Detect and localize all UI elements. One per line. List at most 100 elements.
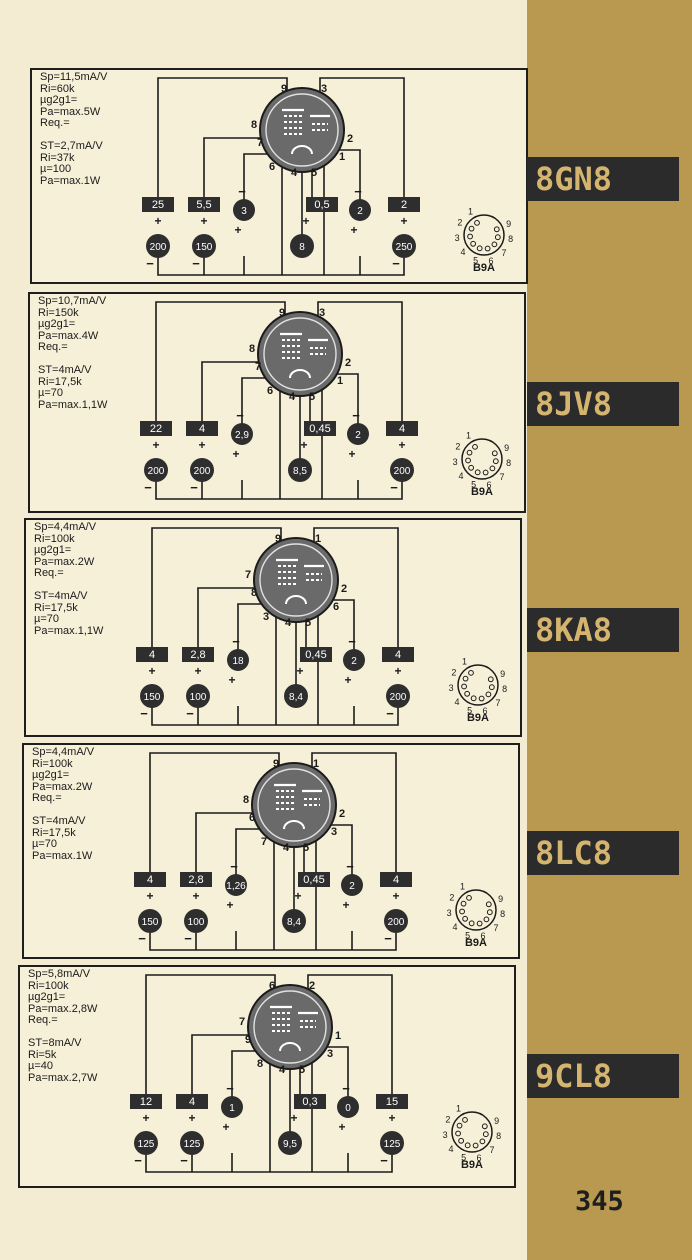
pin-number: 7 xyxy=(245,569,251,581)
voltage-box xyxy=(300,647,332,662)
spec-line: Ri=17,5k xyxy=(34,601,78,614)
voltage-value: 5,5 xyxy=(196,199,211,211)
tube-type-label: 8JV8 xyxy=(527,382,679,426)
pin-number: 5 xyxy=(305,617,311,629)
voltage-value: 0,45 xyxy=(309,423,330,435)
spec-line: µg2g1= xyxy=(40,94,78,106)
pin-number: 1 xyxy=(313,758,319,770)
socket-pin-number: 9 xyxy=(494,1116,499,1126)
spec-line: ST=4mA/V xyxy=(38,364,92,376)
spec-line: Sp=4,4mA/V xyxy=(34,521,97,533)
voltage-value: 4 xyxy=(199,423,205,435)
voltage-dot xyxy=(347,423,369,445)
minus-sign: − xyxy=(138,931,146,946)
spec-line: Ri=150k xyxy=(38,306,79,319)
minus-sign: − xyxy=(226,1081,234,1096)
pin-number: 4 xyxy=(283,842,290,854)
spec-line: Req.= xyxy=(28,1014,58,1026)
spec-line: Pa=max.2W xyxy=(32,780,93,793)
spec-line: Req.= xyxy=(34,567,64,579)
resistor-value: 125 xyxy=(138,1139,155,1150)
minus-sign: − xyxy=(236,408,244,423)
minus-sign: − xyxy=(354,184,362,199)
pin-number: 6 xyxy=(269,161,275,173)
minus-sign: − xyxy=(186,706,194,721)
resistor-value: 150 xyxy=(142,917,159,928)
socket-pin-number: 5 xyxy=(467,706,472,716)
pin-number: 4 xyxy=(289,391,296,403)
plus-sign: + xyxy=(296,664,303,678)
socket-pin-number: 9 xyxy=(504,443,509,453)
voltage-value: 2 xyxy=(355,430,361,441)
resistor-dot xyxy=(284,684,308,708)
pin-number: 4 xyxy=(285,617,292,629)
spec-line: Ri=17,5k xyxy=(32,826,76,839)
socket-pin-number: 7 xyxy=(500,472,505,482)
voltage-dot xyxy=(341,874,363,896)
socket-pin-number: 7 xyxy=(490,1145,495,1155)
voltage-value: 4 xyxy=(395,649,401,661)
tube-envelope xyxy=(247,984,333,1070)
socket-type: B9A xyxy=(461,1159,483,1171)
minus-sign: − xyxy=(180,1153,188,1168)
voltage-box xyxy=(180,872,212,887)
plus-sign: + xyxy=(232,447,239,461)
socket-diagram xyxy=(457,664,499,706)
socket-pin-number: 6 xyxy=(480,931,485,941)
plus-sign: + xyxy=(192,889,199,903)
spec-line: Pa=max.1W xyxy=(40,174,101,187)
socket-pin-number: 5 xyxy=(461,1153,466,1163)
resistor-value: 200 xyxy=(194,466,211,477)
socket-pin-number: 4 xyxy=(461,247,466,257)
spec-line: Ri=100k xyxy=(32,757,73,770)
plus-sign: + xyxy=(194,664,201,678)
minus-sign: − xyxy=(352,408,360,423)
resistor-value: 200 xyxy=(390,692,407,703)
socket-type: B9A xyxy=(465,937,487,949)
socket-pin-number: 9 xyxy=(500,669,505,679)
voltage-value: 2,8 xyxy=(188,874,203,886)
voltage-dot xyxy=(221,1096,243,1118)
plus-sign: + xyxy=(348,447,355,461)
voltage-box xyxy=(134,872,166,887)
resistor-value: 200 xyxy=(388,917,405,928)
socket-pin-number: 7 xyxy=(494,923,499,933)
minus-sign: − xyxy=(190,480,198,495)
resistor-dot xyxy=(186,684,210,708)
spec-line: µ=100 xyxy=(40,163,72,175)
spec-line: µ=70 xyxy=(38,387,63,399)
spec-line: Req.= xyxy=(32,792,62,804)
plus-sign: + xyxy=(228,673,235,687)
pin-number: 6 xyxy=(333,601,339,613)
minus-sign: − xyxy=(386,706,394,721)
socket-pin-number: 8 xyxy=(496,1131,501,1141)
resistor-value: 100 xyxy=(188,917,205,928)
voltage-value: 2 xyxy=(351,656,357,667)
spec-line: Pa=max.2,7W xyxy=(28,1071,98,1084)
resistor-value: 250 xyxy=(396,242,413,253)
socket-pin-number: 1 xyxy=(456,1104,461,1114)
socket-diagram xyxy=(461,438,503,480)
pin-number: 7 xyxy=(257,137,263,149)
resistor-dot xyxy=(386,684,410,708)
resistor-value: 125 xyxy=(384,1139,401,1150)
plus-sign: + xyxy=(200,214,207,228)
voltage-value: 1,26 xyxy=(226,881,246,892)
resistor-value: 8,4 xyxy=(287,917,301,928)
voltage-value: 0,45 xyxy=(305,649,326,661)
pin-number: 2 xyxy=(339,808,345,820)
minus-sign: − xyxy=(192,256,200,271)
resistor-dot xyxy=(190,458,214,482)
voltage-box xyxy=(182,647,214,662)
spec-line: Pa=max.1,1W xyxy=(38,398,108,411)
pin-number: 9 xyxy=(281,83,287,95)
voltage-box xyxy=(386,421,418,436)
voltage-value: 0,5 xyxy=(314,199,329,211)
spec-line: Sp=11,5mA/V xyxy=(40,71,108,83)
resistor-dot xyxy=(138,909,162,933)
